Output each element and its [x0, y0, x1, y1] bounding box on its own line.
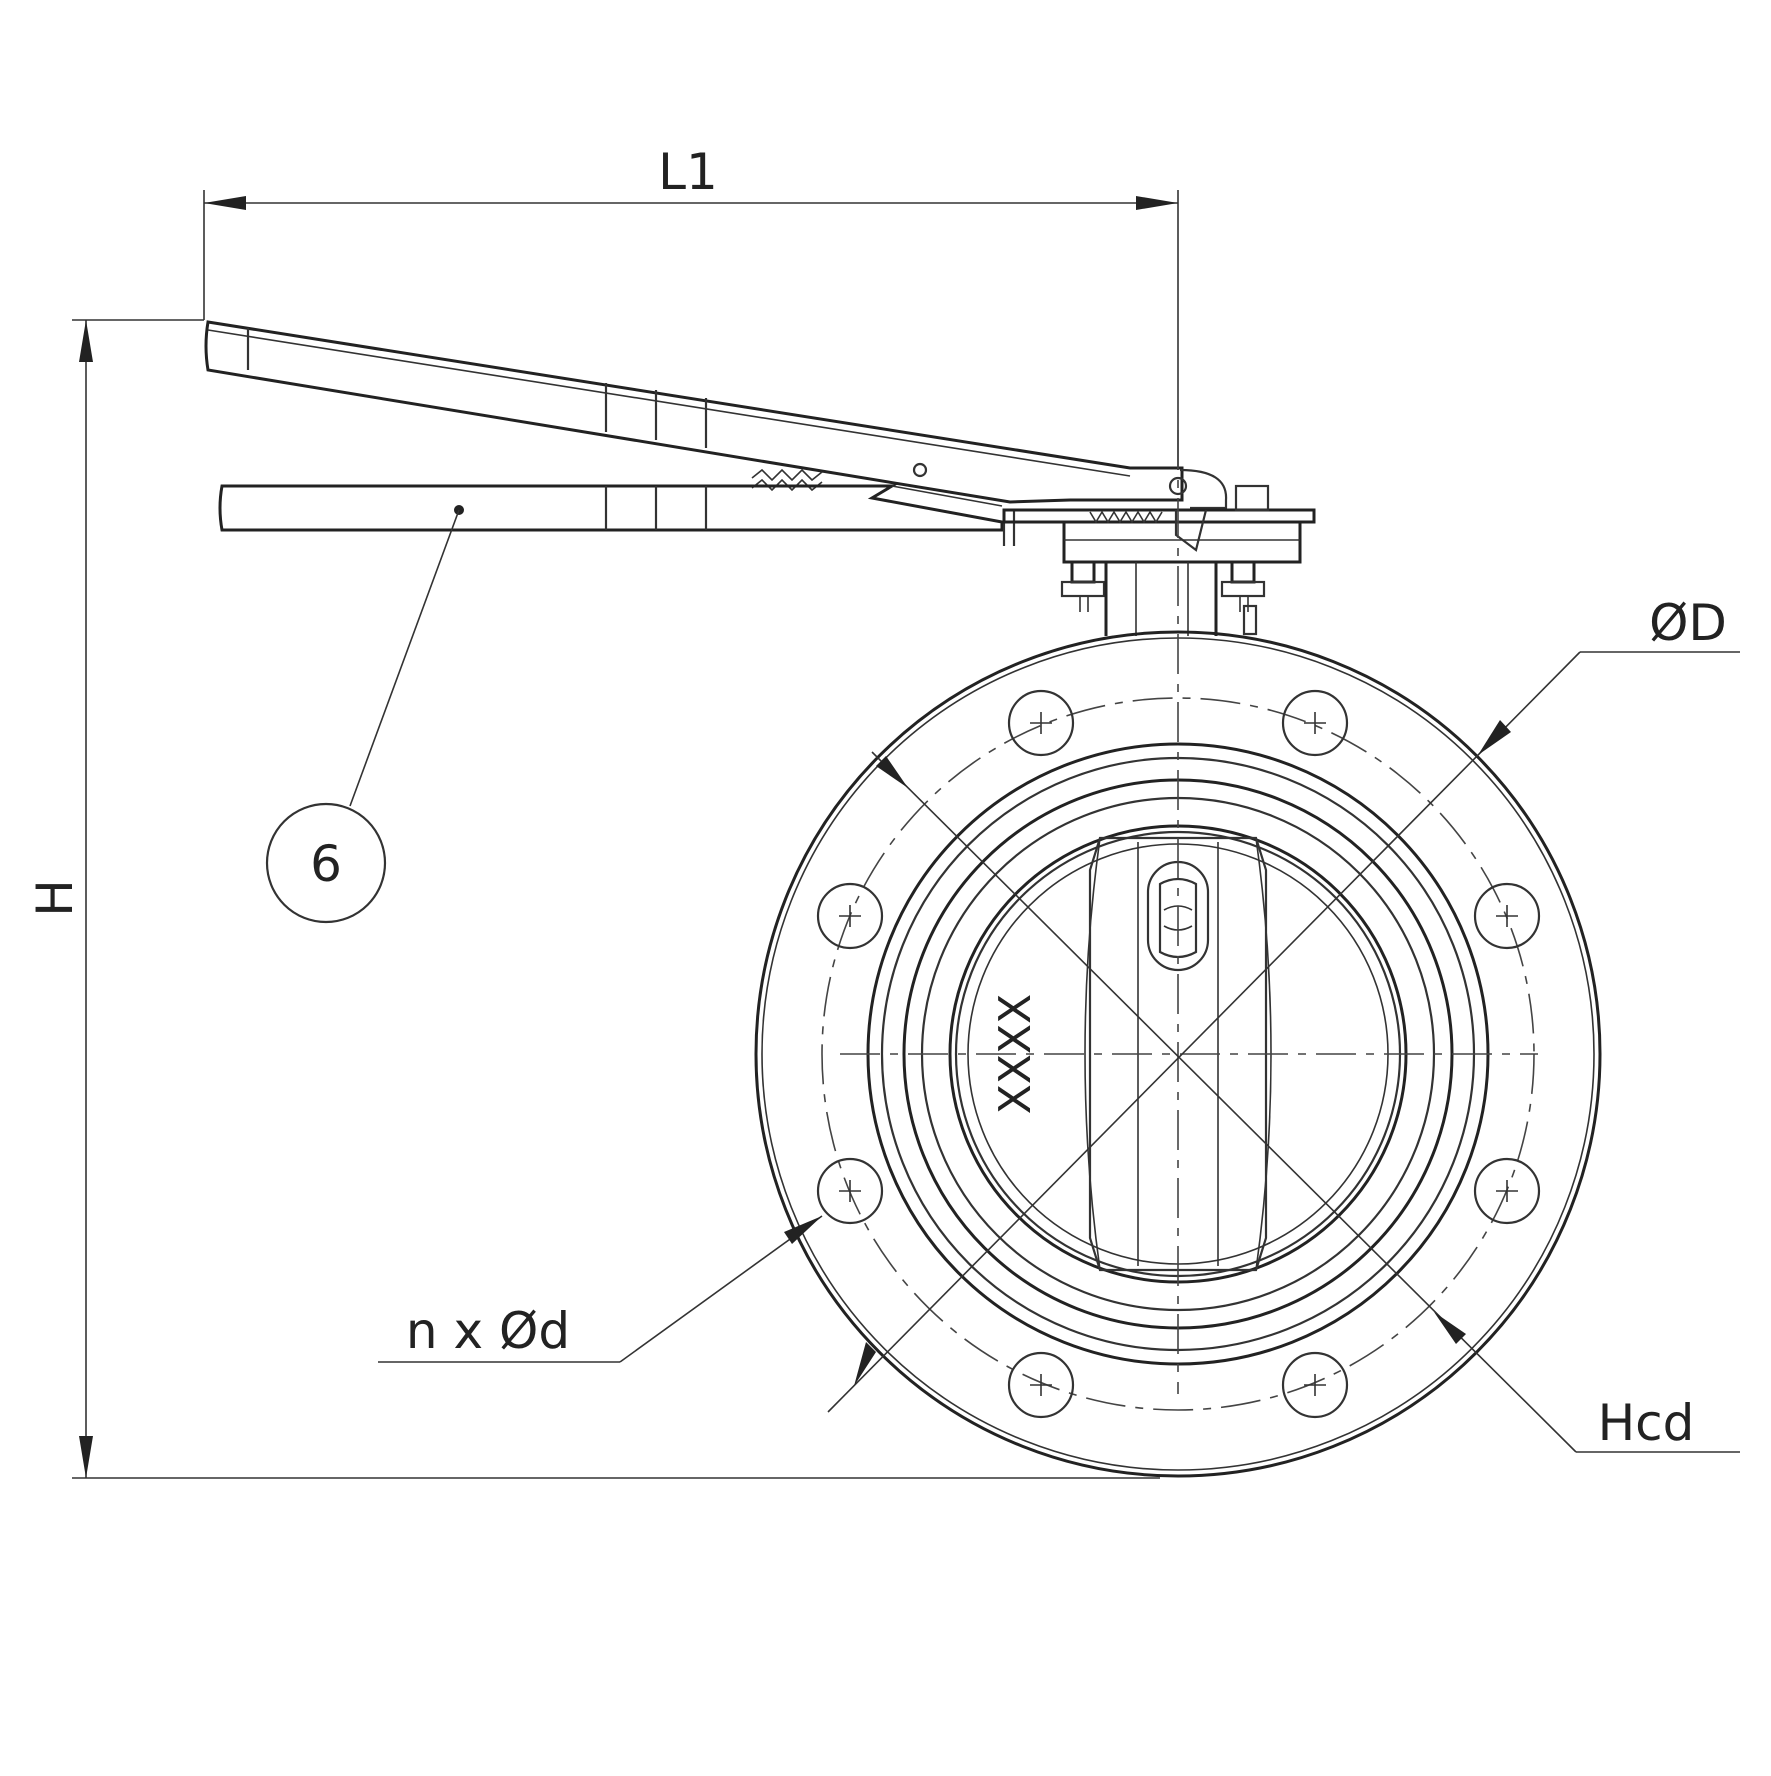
dimension-bolt-holes-label: n x Ød — [406, 1302, 570, 1360]
bolt-hole — [1281, 1351, 1349, 1419]
bolt-holes — [816, 689, 1541, 1419]
dimension-hcd-label: Hcd — [1598, 1394, 1695, 1452]
balloon-number: 6 — [310, 835, 342, 893]
dimension-od-label: ØD — [1649, 594, 1727, 652]
bolt-hole-leader: n x Ød — [378, 1215, 823, 1363]
top-plate — [1002, 484, 1316, 564]
dimension-l1-label: L1 — [658, 143, 718, 201]
bolt-hole — [1007, 1351, 1075, 1419]
bolt-hole — [1281, 689, 1349, 757]
h-dimension: H — [26, 319, 1160, 1479]
diameter-dimension-lines: ØD Hcd — [827, 594, 1740, 1453]
lower-lever — [218, 484, 1016, 546]
bolt-hole — [1473, 882, 1541, 950]
l1-dimension: L1 — [203, 143, 1179, 470]
center-lines — [840, 430, 1538, 1394]
bolt-hole — [1007, 689, 1075, 757]
dimension-h-label: H — [26, 879, 84, 917]
part-balloon: 6 — [265, 509, 460, 924]
lever-handle — [204, 320, 1228, 510]
bolt-hole — [1473, 1157, 1541, 1225]
valve-neck — [1060, 560, 1266, 636]
bolt-hole — [816, 882, 884, 950]
bolt-hole — [816, 1157, 884, 1225]
